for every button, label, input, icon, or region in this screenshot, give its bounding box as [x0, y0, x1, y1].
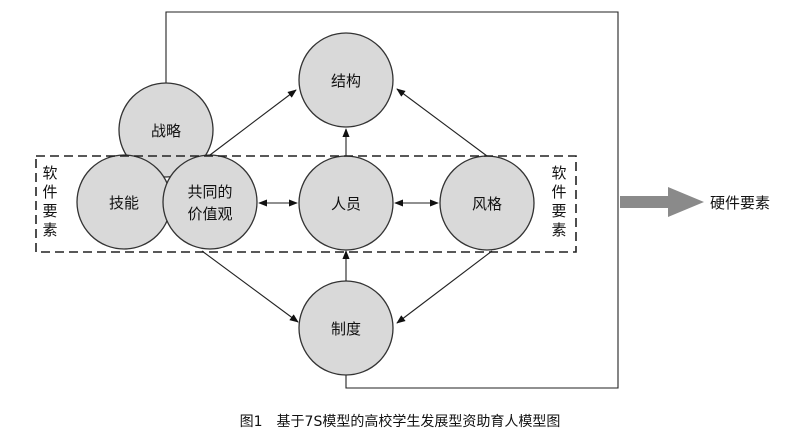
right-label-char: 件: [551, 183, 566, 201]
output-arrow: [620, 187, 704, 217]
right-label-char: 要: [551, 202, 566, 220]
left-label-char: 素: [42, 221, 57, 239]
node-shared-values: [162, 154, 258, 250]
arrow-sharedvalues-structure: [209, 89, 297, 156]
label-shared-values-line1: 共同的: [187, 183, 232, 201]
figure-caption: 图1 基于7S模型的高校学生发展型资助育人模型图: [240, 413, 561, 430]
label-structure: 结构: [331, 72, 361, 90]
right-label-char: 软: [551, 164, 566, 182]
arrow-sharedvalues-systems: [201, 250, 299, 323]
label-staff: 人员: [331, 195, 361, 213]
label-strategy: 战略: [151, 122, 181, 140]
arrow-style-structure: [396, 88, 488, 157]
label-style: 风格: [472, 195, 502, 213]
arrow-style-systems: [396, 250, 493, 324]
node-strategy: [118, 82, 214, 178]
right-label-char: 素: [551, 221, 566, 239]
label-shared-values-line2: 价值观: [187, 205, 232, 223]
left-label-char: 要: [42, 202, 57, 220]
left-label-char: 件: [42, 183, 57, 201]
soft-elements-box: [35, 155, 577, 253]
left-label-char: 软: [42, 164, 57, 182]
label-skills: 技能: [109, 194, 139, 212]
frame-line: [165, 11, 619, 389]
label-systems: 制度: [331, 320, 361, 338]
hardware-elements-label: 硬件要素: [710, 194, 770, 212]
node-structure: [298, 32, 394, 128]
